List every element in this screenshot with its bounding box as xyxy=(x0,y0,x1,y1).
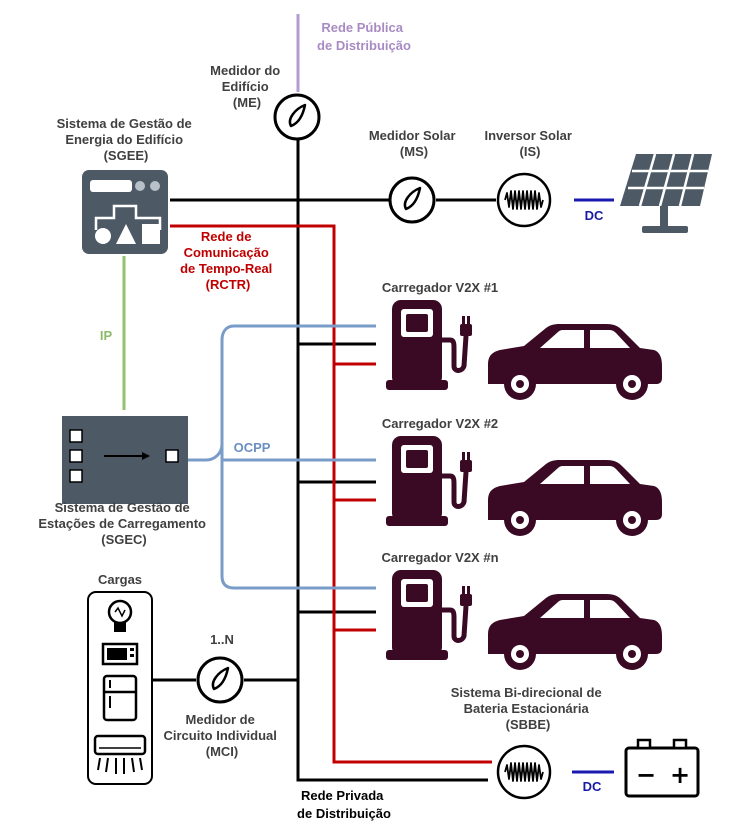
charger-1-label: Carregador V2X #1 xyxy=(382,280,498,295)
mci-count-label: 1..N xyxy=(210,632,234,647)
building-meter-label: Medidor do Edifício (ME) xyxy=(210,63,284,110)
solar-meter-label: Medidor Solar (MS) xyxy=(369,128,459,159)
dc-solar-label: DC xyxy=(585,208,604,223)
ip-label: IP xyxy=(100,328,113,343)
mci-label: Medidor de Circuito Individual (MCI) xyxy=(163,712,280,759)
private-grid-bus xyxy=(296,140,488,782)
building-meter-gauge-icon xyxy=(273,93,321,141)
fridge-icon xyxy=(102,674,138,722)
solar-inverter-label: Inversor Solar (IS) xyxy=(484,128,575,159)
charger-n-ev-charger-icon xyxy=(386,570,472,660)
mci-gauge-icon xyxy=(196,656,244,704)
solar-inverter-sine-wave-icon xyxy=(496,172,552,228)
public-grid-label: Rede Pública de Distribuição xyxy=(317,20,411,53)
charger-2-ev-charger-icon xyxy=(386,436,472,526)
charger-2-label: Carregador V2X #2 xyxy=(382,416,498,431)
sgee-device-icon xyxy=(82,170,168,254)
solar-meter-gauge-icon xyxy=(388,176,436,224)
battery-minus: − xyxy=(636,761,656,789)
light-bulb-icon xyxy=(107,599,133,632)
private-grid-label: Rede Privada de Distribuição xyxy=(297,788,391,821)
loads-panel xyxy=(87,591,153,785)
rctr-line xyxy=(170,224,492,764)
battery-icon: − + xyxy=(624,738,700,798)
sgee-label: Sistema de Gestão de Energia do Edifício… xyxy=(57,116,196,163)
sgec-device-icon xyxy=(62,416,188,504)
ocpp-line xyxy=(188,324,376,590)
car-2-icon xyxy=(488,460,662,536)
sgec-label: Sistema de Gestão de Estações de Carrega… xyxy=(38,500,209,547)
microwave-icon xyxy=(101,642,139,666)
rctr-label: Rede de Comunicação de Tempo-Real (RCTR) xyxy=(180,229,276,292)
air-conditioner-icon xyxy=(93,734,147,774)
loads-label: Cargas xyxy=(98,572,142,587)
ocpp-label: OCPP xyxy=(234,440,271,455)
battery-plus: + xyxy=(670,761,690,789)
dc-battery-label: DC xyxy=(583,779,602,794)
sbbe-sine-wave-icon xyxy=(496,744,552,800)
solar-panel-icon xyxy=(620,153,712,233)
charger-1-ev-charger-icon xyxy=(386,300,472,390)
car-n-icon xyxy=(488,594,662,670)
charger-n-label: Carregador V2X #n xyxy=(381,550,498,565)
car-1-icon xyxy=(488,324,662,400)
sbbe-label: Sistema Bi-direcional de Bateria Estacio… xyxy=(451,685,606,732)
